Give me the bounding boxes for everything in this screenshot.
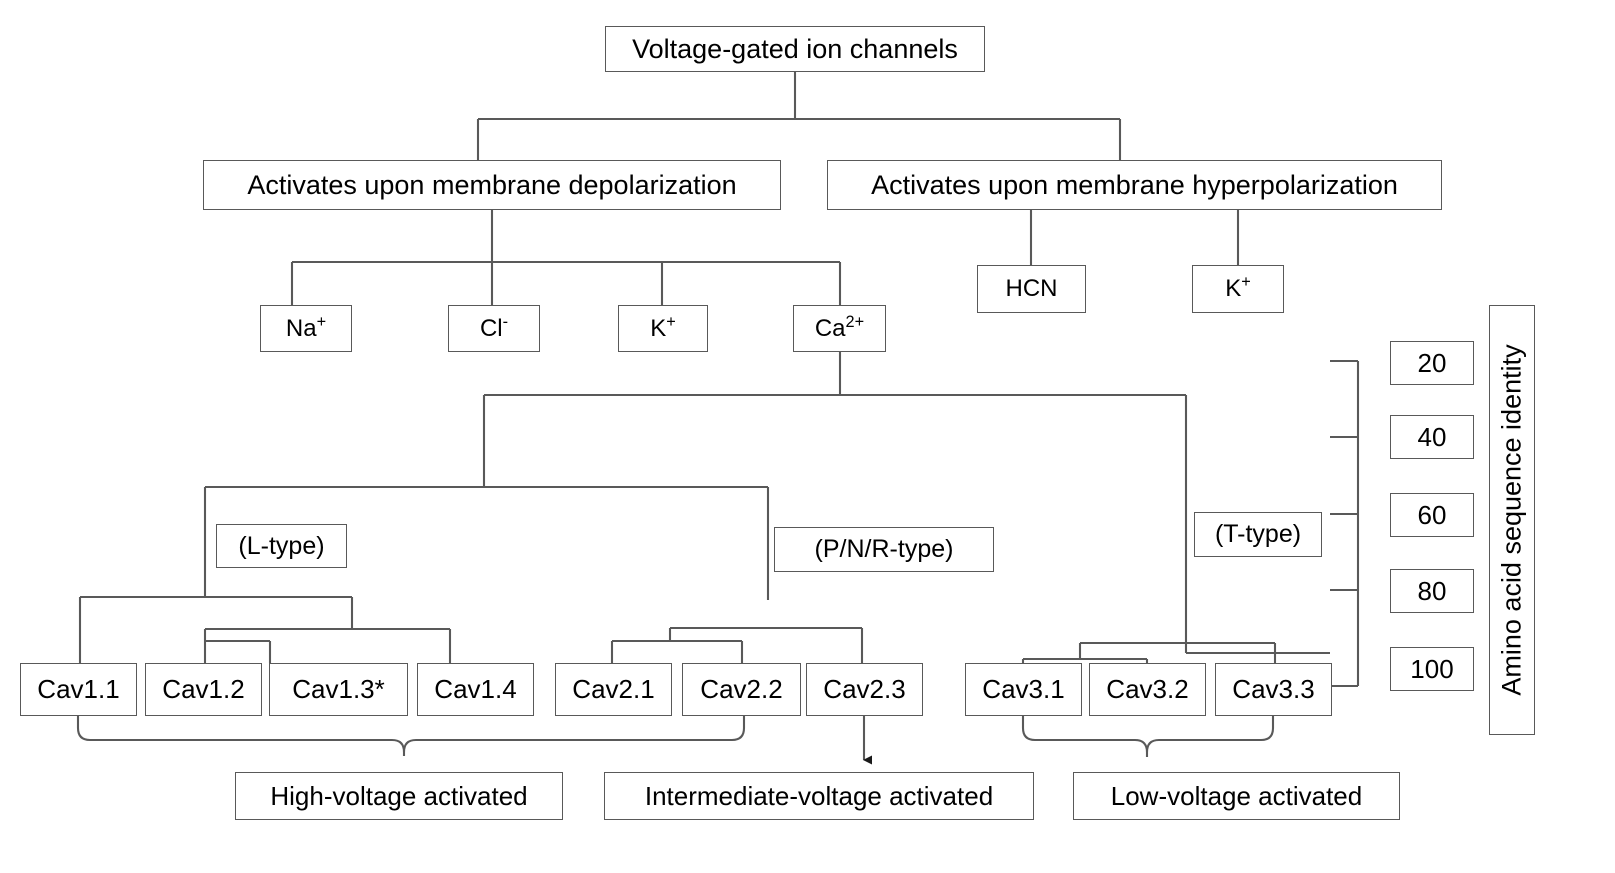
node-cav2-2[interactable]: Cav2.2 (682, 663, 801, 716)
ion-symbol: Ca2+ (814, 312, 865, 342)
node-ion-na[interactable]: Na+ (260, 305, 352, 352)
node-label: Voltage-gated ion channels (632, 33, 958, 64)
node-label: Cav1.4 (434, 674, 517, 704)
node-low-voltage-activated[interactable]: Low-voltage activated (1073, 772, 1400, 820)
node-voltage-gated-ion-channels[interactable]: Voltage-gated ion channels (605, 26, 985, 72)
ion-symbol: K+ (1225, 273, 1251, 302)
ion-symbol: K+ (650, 312, 676, 342)
node-label: Low-voltage activated (1110, 780, 1363, 811)
node-channel-hcn[interactable]: HCN (977, 265, 1086, 313)
node-cav1-1[interactable]: Cav1.1 (20, 663, 137, 716)
scale-tick-20[interactable]: 20 (1390, 341, 1474, 385)
node-cav1-3[interactable]: Cav1.3* (269, 663, 408, 716)
node-activates-hyperpolarization[interactable]: Activates upon membrane hyperpolarizatio… (827, 160, 1442, 210)
scale-axis-title-box: Amino acid sequence identity (1489, 305, 1535, 735)
node-label: Cav3.1 (982, 674, 1065, 704)
node-ion-cl[interactable]: Cl- (448, 305, 540, 352)
node-label: Intermediate-voltage activated (644, 780, 994, 811)
node-label: Cav3.2 (1106, 674, 1189, 704)
node-cav3-3[interactable]: Cav3.3 (1215, 663, 1332, 716)
scale-tick-value: 100 (1410, 653, 1454, 684)
node-label: (L-type) (238, 531, 325, 560)
node-ion-ca[interactable]: Ca2+ (793, 305, 886, 352)
node-label: Cav2.2 (700, 674, 783, 704)
node-cav1-2[interactable]: Cav1.2 (145, 663, 262, 716)
node-cav3-1[interactable]: Cav3.1 (965, 663, 1082, 716)
node-label: Cav1.3* (292, 674, 385, 704)
node-ion-k[interactable]: K+ (618, 305, 708, 352)
node-type-pnr[interactable]: (P/N/R-type) (774, 527, 994, 572)
node-type-l[interactable]: (L-type) (216, 524, 347, 568)
scale-tick-value: 40 (1417, 421, 1447, 452)
scale-axis-title: Amino acid sequence identity (1496, 344, 1527, 696)
scale-tick-value: 20 (1417, 347, 1447, 378)
node-label: Activates upon membrane hyperpolarizatio… (871, 169, 1398, 200)
scale-tick-value: 80 (1417, 575, 1447, 606)
scale-tick-100[interactable]: 100 (1390, 647, 1474, 691)
scale-tick-value: 60 (1417, 499, 1447, 530)
node-label: Cav3.3 (1232, 674, 1315, 704)
node-label: Cav2.3 (823, 674, 906, 704)
node-cav2-1[interactable]: Cav2.1 (555, 663, 672, 716)
node-label: Activates upon membrane depolarization (247, 169, 737, 200)
ion-symbol: Cl- (479, 312, 509, 342)
node-cav3-2[interactable]: Cav3.2 (1089, 663, 1206, 716)
node-label: Cav2.1 (572, 674, 655, 704)
node-label: (T-type) (1214, 520, 1302, 548)
node-label: Cav1.1 (37, 674, 120, 704)
ion-symbol: Na+ (285, 312, 327, 342)
node-intermediate-voltage-activated[interactable]: Intermediate-voltage activated (604, 772, 1034, 820)
node-high-voltage-activated[interactable]: High-voltage activated (235, 772, 563, 820)
node-label: (P/N/R-type) (814, 535, 954, 563)
ion-symbol: HCN (1005, 275, 1058, 302)
node-label: Cav1.2 (162, 674, 245, 704)
node-ion-k-hyperpolarization[interactable]: K+ (1192, 265, 1284, 313)
node-activates-depolarization[interactable]: Activates upon membrane depolarization (203, 160, 781, 210)
node-type-t[interactable]: (T-type) (1194, 512, 1322, 557)
node-cav2-3[interactable]: Cav2.3 (806, 663, 923, 716)
scale-tick-40[interactable]: 40 (1390, 415, 1474, 459)
scale-tick-60[interactable]: 60 (1390, 493, 1474, 537)
node-label: High-voltage activated (270, 780, 528, 811)
scale-tick-80[interactable]: 80 (1390, 569, 1474, 613)
node-cav1-4[interactable]: Cav1.4 (417, 663, 534, 716)
